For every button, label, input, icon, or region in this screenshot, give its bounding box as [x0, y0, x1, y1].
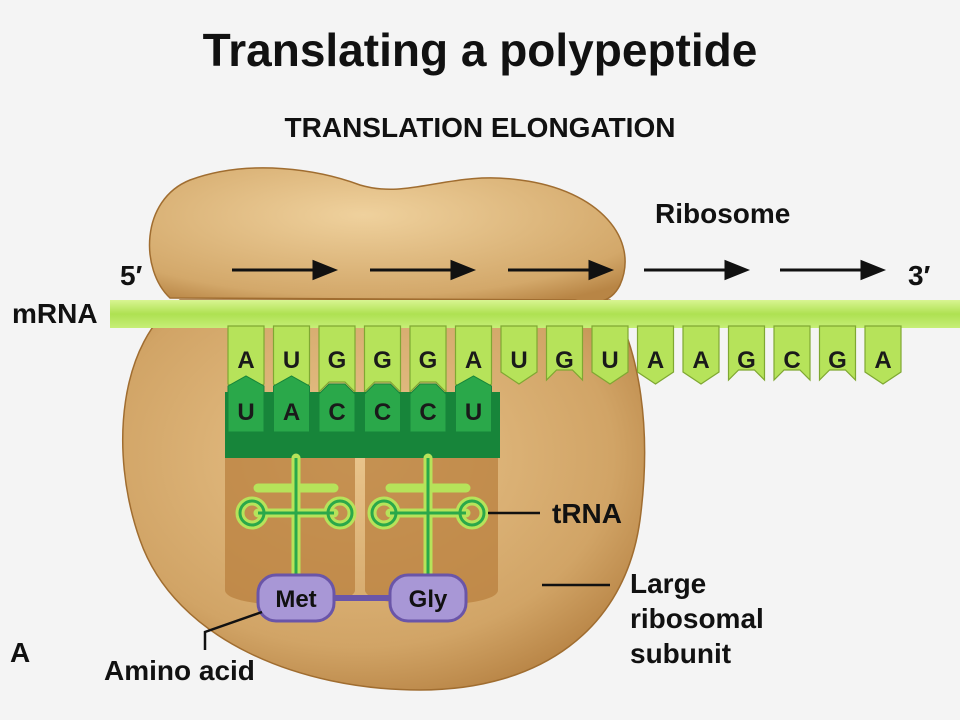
- anticodon-base-letter: C: [374, 399, 391, 426]
- codon-base-11: G: [727, 325, 766, 382]
- subtitle: TRANSLATION ELONGATION: [285, 112, 676, 143]
- large-subunit-label-line1: Large: [630, 568, 706, 599]
- codon-base-0: A: [227, 325, 265, 397]
- codon-base-letter: C: [783, 347, 800, 374]
- codon-base-6: U: [500, 325, 538, 385]
- codon-base-letter: A: [465, 347, 482, 374]
- codon-base-10: A: [682, 325, 720, 385]
- small-ribosomal-subunit: [148, 167, 626, 304]
- anticodon-base-letter: A: [283, 399, 300, 426]
- codon-base-letter: G: [555, 347, 574, 374]
- codon-base-4: G: [409, 325, 447, 394]
- arrow-icon: [232, 259, 339, 281]
- anticodon-base-letter: U: [465, 399, 482, 426]
- codon-base-letter: A: [237, 347, 254, 374]
- amino-acid-met-label: Met: [275, 586, 316, 613]
- mrna-strand: [110, 300, 960, 328]
- trna-core-0: [238, 458, 354, 575]
- codon-base-letter: U: [601, 347, 618, 374]
- codon-base-letter: A: [647, 347, 664, 374]
- amino-acid-label: Amino acid: [104, 655, 255, 686]
- codon-base-letter: U: [510, 347, 527, 374]
- amino-acid-met: Met: [256, 573, 336, 623]
- codon-base-letter: A: [874, 347, 891, 374]
- codon-base-5: A: [454, 325, 493, 397]
- trna-core-1: [370, 458, 486, 575]
- codon-base-letter: U: [283, 347, 300, 374]
- codon-base-14: A: [864, 325, 902, 385]
- trna-molecules: [235, 453, 489, 580]
- anticodon-base-letter: U: [237, 399, 254, 426]
- arrow-icon: [780, 259, 887, 281]
- codon-base-9: A: [636, 325, 675, 385]
- codon-base-letter: G: [828, 347, 847, 374]
- codon-base-letter: A: [692, 347, 709, 374]
- arrow-icon: [370, 259, 477, 281]
- anticodon-base-letter: C: [328, 399, 345, 426]
- codon-base-letter: G: [328, 347, 347, 374]
- codon-base-8: U: [591, 325, 629, 385]
- codon-base-7: G: [545, 325, 584, 382]
- codon-base-3: G: [363, 325, 402, 394]
- codon-base-13: G: [818, 325, 857, 382]
- arrow-icon: [644, 259, 751, 281]
- mrna-label: mRNA: [12, 298, 98, 329]
- codon-base-letter: G: [373, 347, 392, 374]
- codon-base-2: G: [318, 325, 356, 394]
- large-subunit-label-line3: subunit: [630, 638, 731, 669]
- amino-acid-gly: Gly: [388, 573, 468, 623]
- large-subunit-label-line2: ribosomal: [630, 603, 764, 634]
- direction-arrows: [232, 259, 887, 281]
- amino-acid-gly-label: Gly: [409, 586, 448, 613]
- page-title: Translating a polypeptide: [203, 24, 758, 76]
- panel-label: A: [10, 637, 30, 668]
- trna-label: tRNA: [552, 498, 622, 529]
- anticodon-base-letter: C: [419, 399, 436, 426]
- ribosome-label: Ribosome: [655, 198, 790, 229]
- codon-base-letter: G: [737, 347, 756, 374]
- arrow-icon: [508, 259, 615, 281]
- codon-base-12: C: [773, 325, 811, 382]
- amino-acid-leader-line: [203, 610, 263, 650]
- codon-base-letter: G: [419, 347, 438, 374]
- five-prime-label: 5′: [120, 260, 143, 291]
- three-prime-label: 3′: [908, 260, 931, 291]
